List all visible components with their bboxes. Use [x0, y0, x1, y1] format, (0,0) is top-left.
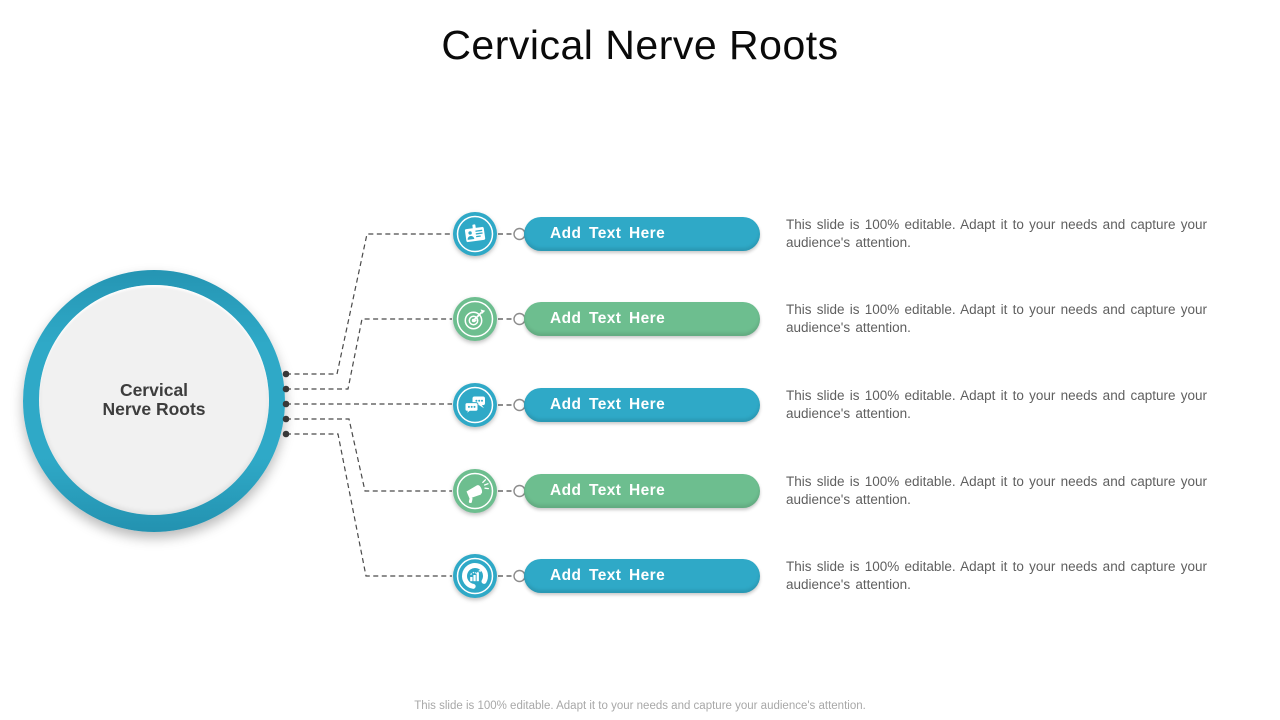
growth-chart-icon[interactable]	[453, 554, 497, 598]
center-circle: Cervical Nerve Roots	[23, 270, 285, 532]
megaphone-icon[interactable]	[453, 469, 497, 513]
add-text-button[interactable]: Add Text Here	[524, 388, 760, 422]
list-item: Add Text Here This slide is 100% editabl…	[453, 212, 1243, 256]
id-badge-icon[interactable]	[453, 212, 497, 256]
row-description: This slide is 100% editable. Adapt it to…	[786, 474, 1207, 507]
target-dart-icon[interactable]	[453, 297, 497, 341]
page-title: Cervical Nerve Roots	[441, 22, 839, 68]
row-description: This slide is 100% editable. Adapt it to…	[786, 217, 1207, 250]
list-item: Add Text Here This slide is 100% editabl…	[453, 554, 1243, 598]
list-item: Add Text Here This slide is 100% editabl…	[453, 297, 1243, 341]
row-description: This slide is 100% editable. Adapt it to…	[786, 559, 1207, 592]
add-text-button[interactable]: Add Text Here	[524, 559, 760, 593]
center-circle-inner: Cervical Nerve Roots	[39, 285, 269, 515]
list-item: Add Text Here This slide is 100% editabl…	[453, 469, 1243, 513]
add-text-button[interactable]: Add Text Here	[524, 217, 760, 251]
row-description: This slide is 100% editable. Adapt it to…	[786, 388, 1207, 421]
add-text-button[interactable]: Add Text Here	[524, 302, 760, 336]
center-circle-label-line1: Cervical	[119, 379, 189, 400]
row-description: This slide is 100% editable. Adapt it to…	[786, 302, 1207, 335]
footer-note: This slide is 100% editable. Adapt it to…	[414, 700, 866, 712]
list-item: Add Text Here This slide is 100% editabl…	[453, 383, 1243, 427]
chat-bubbles-icon[interactable]	[453, 383, 497, 427]
center-circle-label-line2: Nerve Roots	[102, 399, 206, 419]
add-text-button[interactable]: Add Text Here	[524, 474, 760, 508]
